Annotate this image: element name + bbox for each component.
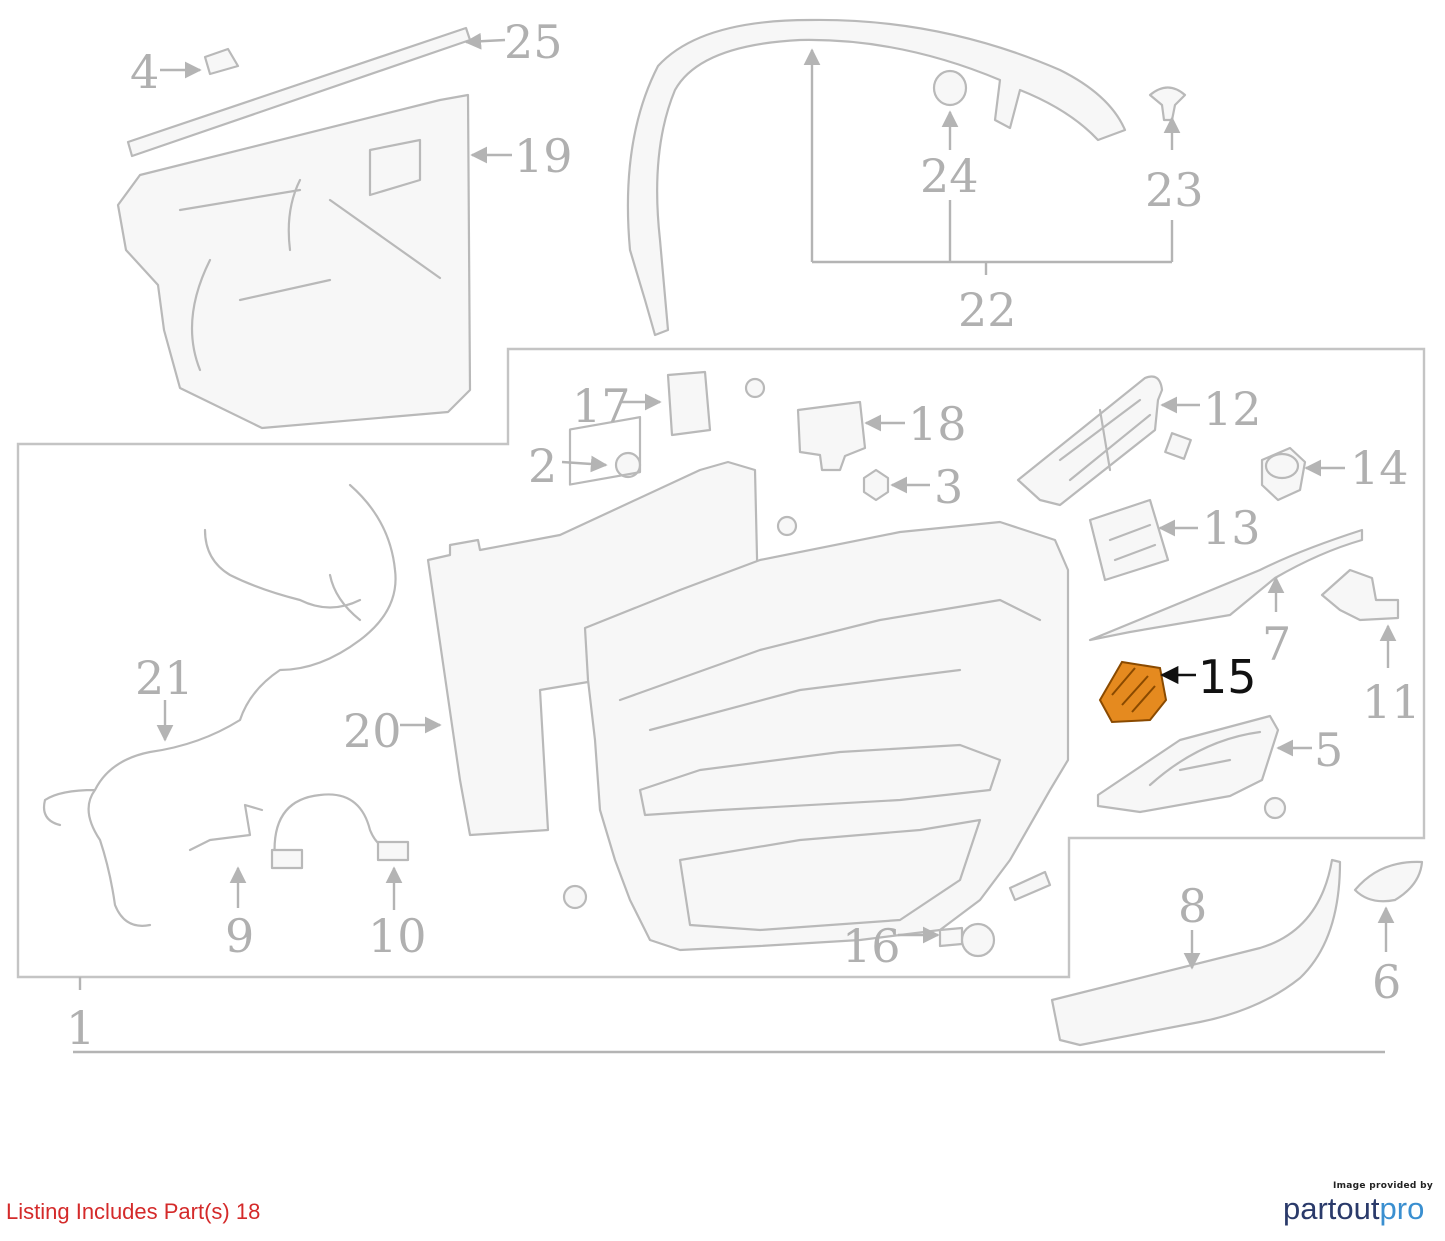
screw-top <box>744 377 766 399</box>
callout-23: 23 <box>1145 163 1204 217</box>
part-3-nut <box>862 468 890 502</box>
callout-18: 18 <box>908 397 967 451</box>
callout-22: 22 <box>958 283 1017 337</box>
part-16-fastener <box>938 926 964 948</box>
credit-caption: Image provided by <box>1332 1181 1433 1191</box>
callout-10: 10 <box>368 909 427 963</box>
logo-part1: partout <box>1283 1191 1380 1226</box>
door-trim-armrest <box>638 743 1002 817</box>
leader-lines <box>156 32 1397 970</box>
assembly-bracket <box>73 977 1385 1054</box>
callout-14: 14 <box>1350 441 1409 495</box>
callout-6: 6 <box>1372 955 1401 1009</box>
callout-13: 13 <box>1202 501 1261 555</box>
part-8-lower-trim <box>1050 858 1342 1047</box>
callout-4: 4 <box>130 45 159 99</box>
door-trim-upper <box>618 598 1042 732</box>
part-4-clip <box>203 47 240 76</box>
part-10-connector-b <box>270 848 304 870</box>
door-trim-pocket <box>678 818 982 932</box>
part-10-connector <box>376 840 410 862</box>
part-23-fastener <box>1148 86 1187 122</box>
part-5-detail <box>1148 730 1262 787</box>
part-7-trim-strip <box>1088 528 1364 642</box>
callout-25: 25 <box>504 15 563 69</box>
callout-21: 21 <box>135 651 194 705</box>
part-21-wiring-harness <box>42 483 397 927</box>
callout-24: 24 <box>920 149 979 203</box>
part-11-bracket <box>1320 568 1400 622</box>
callout-9: 9 <box>225 909 254 963</box>
small-clip-12 <box>1164 432 1192 460</box>
image-credit: Image provided by partoutpro <box>1283 1181 1433 1227</box>
door-grommet <box>562 884 588 910</box>
part-15-highlighted-switch <box>1098 660 1168 724</box>
part-13-detail <box>1108 523 1157 562</box>
callout-7: 7 <box>1262 617 1291 671</box>
callout-8: 8 <box>1178 879 1207 933</box>
door-trim-panel <box>583 520 1070 952</box>
part-24-cap <box>932 69 968 107</box>
callout-12: 12 <box>1203 382 1262 436</box>
part-9-harness <box>188 803 264 852</box>
part-13-switch <box>1088 498 1170 582</box>
callout-2: 2 <box>528 439 557 493</box>
part-19-door-panel <box>116 93 472 430</box>
part-20-window <box>568 416 642 486</box>
part-6-cap <box>1353 860 1424 903</box>
part-19-detail <box>178 138 442 372</box>
callout-20: 20 <box>343 704 402 758</box>
callout-1: 1 <box>66 1001 95 1055</box>
part-14-knob <box>1264 452 1300 480</box>
part-18-relay <box>796 400 867 472</box>
logo-part2: pro <box>1379 1191 1425 1226</box>
callout-labels: 4 25 19 24 23 22 17 18 2 3 12 14 13 7 11… <box>66 15 1421 1055</box>
door-small-badge <box>1008 870 1052 902</box>
part-16-cap <box>960 922 996 958</box>
part-5-door-handle <box>1096 714 1280 814</box>
listing-includes-note: Listing Includes Part(s) 18 <box>6 1199 261 1224</box>
callout-19: 19 <box>514 129 573 183</box>
part-12-switch-bezel <box>1016 375 1164 507</box>
callout-5: 5 <box>1314 723 1343 777</box>
callout-3: 3 <box>934 460 963 514</box>
callout-17: 17 <box>572 379 631 433</box>
assembly-frame <box>16 347 1426 979</box>
callout-11: 11 <box>1362 675 1421 729</box>
screw-mid <box>776 515 798 537</box>
callout-16: 16 <box>842 919 901 973</box>
part-22-header-trim <box>626 18 1127 337</box>
part-17-switch <box>666 370 712 437</box>
callout-15: 15 <box>1198 650 1257 704</box>
partoutpro-logo: partoutpro <box>1283 1191 1433 1227</box>
screw-5 <box>1263 796 1287 820</box>
part-12-detail <box>1058 398 1152 482</box>
